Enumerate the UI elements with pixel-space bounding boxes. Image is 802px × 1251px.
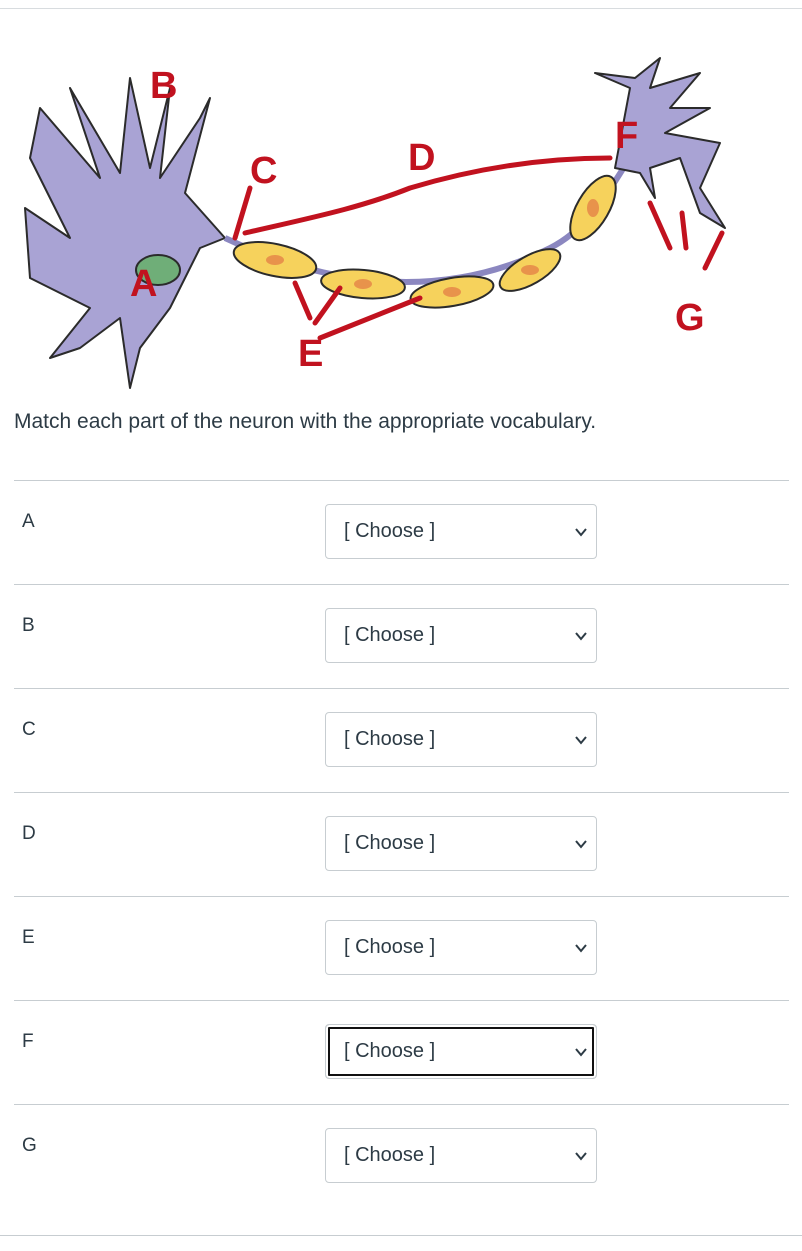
chevron-down-icon xyxy=(575,632,587,641)
select-value: [ Choose ] xyxy=(344,936,436,958)
chevron-down-icon xyxy=(575,1048,587,1057)
select-value: [ Choose ] xyxy=(344,1144,436,1166)
answer-row-g: G [ Choose ] xyxy=(14,1104,789,1208)
answer-label: G xyxy=(22,1135,37,1156)
answer-list: A [ Choose ] B [ Choose ] C [ Choose ] D… xyxy=(14,480,789,1208)
chevron-down-icon xyxy=(575,840,587,849)
chevron-down-icon xyxy=(575,1152,587,1161)
label-d-text: D xyxy=(408,137,435,179)
answer-select-g[interactable]: [ Choose ] xyxy=(325,1128,597,1183)
select-value: [ Choose ] xyxy=(344,520,436,542)
answer-label: E xyxy=(22,927,35,948)
answer-label: A xyxy=(22,511,35,532)
answer-select-c[interactable]: [ Choose ] xyxy=(325,712,597,767)
question-prompt: Match each part of the neuron with the a… xyxy=(14,410,597,433)
label-b-text: B xyxy=(150,65,177,107)
answer-select-d[interactable]: [ Choose ] xyxy=(325,816,597,871)
label-c-text: C xyxy=(250,150,277,192)
label-e-text: E xyxy=(298,333,323,375)
select-value: [ Choose ] xyxy=(344,728,436,750)
select-value: [ Choose ] xyxy=(344,624,436,646)
answer-row-c: C [ Choose ] xyxy=(14,688,789,792)
top-divider xyxy=(0,8,802,9)
answer-label: D xyxy=(22,823,36,844)
answer-select-b[interactable]: [ Choose ] xyxy=(325,608,597,663)
bottom-divider xyxy=(0,1235,802,1236)
answer-select-e[interactable]: [ Choose ] xyxy=(325,920,597,975)
chevron-down-icon xyxy=(575,528,587,537)
select-value: [ Choose ] xyxy=(344,1040,436,1062)
label-g-text: G xyxy=(675,297,705,339)
answer-row-b: B [ Choose ] xyxy=(14,584,789,688)
label-a-text: A xyxy=(130,263,157,305)
answer-row-e: E [ Choose ] xyxy=(14,896,789,1000)
answer-row-d: D [ Choose ] xyxy=(14,792,789,896)
answer-label: C xyxy=(22,719,36,740)
label-f-text: F xyxy=(615,115,638,157)
answer-label: F xyxy=(22,1031,34,1052)
answer-row-f: F [ Choose ] xyxy=(14,1000,789,1104)
neuron-diagram: B C D A E F G xyxy=(24,57,726,389)
chevron-down-icon xyxy=(575,944,587,953)
answer-row-a: A [ Choose ] xyxy=(14,480,789,584)
answer-select-a[interactable]: [ Choose ] xyxy=(325,504,597,559)
answer-label: B xyxy=(22,615,35,636)
chevron-down-icon xyxy=(575,736,587,745)
answer-select-f[interactable]: [ Choose ] xyxy=(325,1024,597,1079)
select-value: [ Choose ] xyxy=(344,832,436,854)
